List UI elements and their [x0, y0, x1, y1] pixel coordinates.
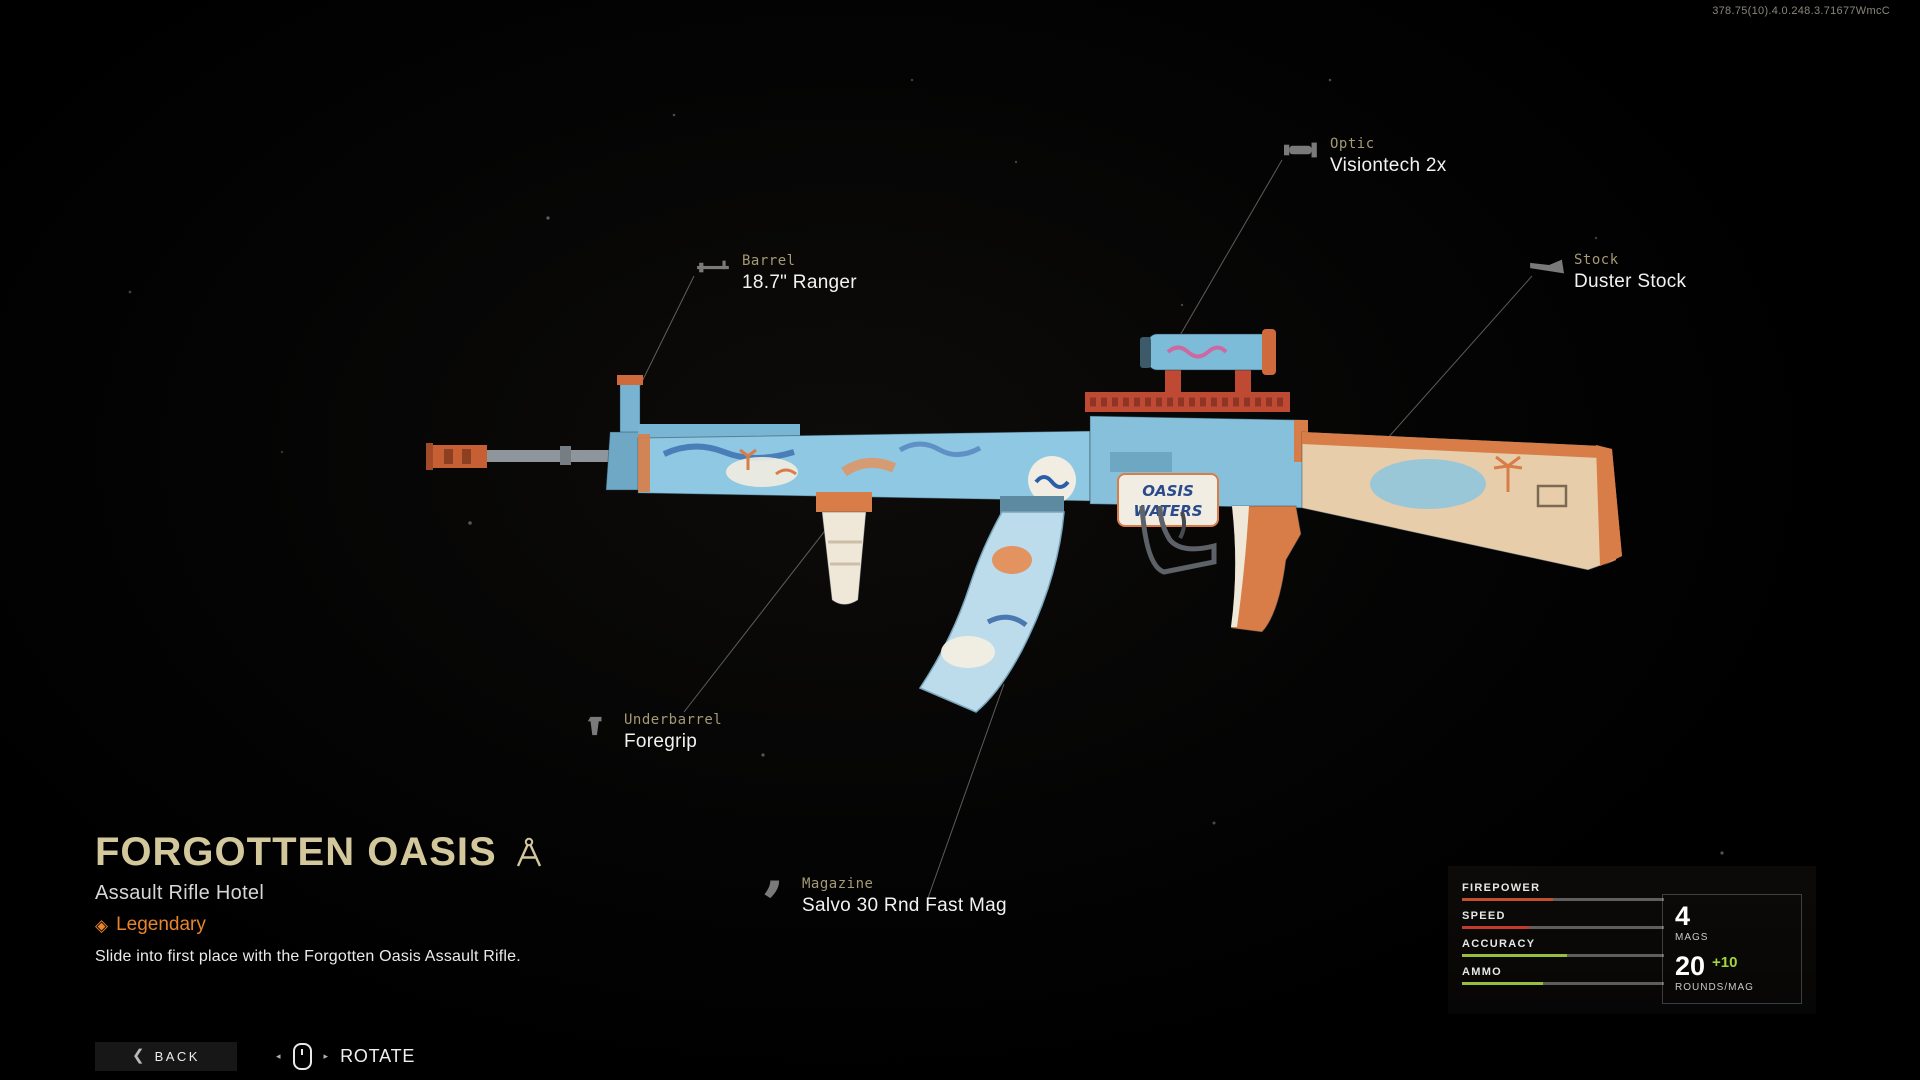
stat-bar	[1462, 898, 1664, 901]
graffiti-line-1: OASIS	[1142, 482, 1194, 500]
graffiti-sign: OASIS WATERS	[1117, 473, 1219, 527]
rotate-label: ROTATE	[340, 1045, 416, 1066]
rounds-row: 20 +10	[1675, 953, 1789, 980]
weapon-description: Slide into first place with the Forgotte…	[95, 948, 521, 965]
legendary-rarity-icon: ◈	[95, 915, 109, 935]
stat-accuracy: ACCURACY	[1462, 938, 1664, 957]
stat-bar	[1462, 954, 1664, 957]
callout-magazine: Magazine Salvo 30 Rnd Fast Mag	[756, 876, 1007, 917]
weapon-info: FORGOTTEN OASIS Assault Rifle Hotel ◈ Le…	[95, 830, 547, 966]
rotate-hint: ◂ ▸ ROTATE	[276, 1040, 415, 1072]
attachment-name: Foregrip	[624, 731, 698, 752]
stat-bar	[1462, 926, 1664, 929]
stats-panel: FIREPOWER SPEED ACCURACY AMMO 4 MAGS 20 …	[1448, 866, 1816, 1014]
stat-speed: SPEED	[1462, 910, 1664, 929]
callout-lines	[625, 159, 1533, 899]
handguard-part	[637, 430, 1091, 502]
pistol-grip-part	[1230, 505, 1302, 633]
barrel-thumbnail-icon	[697, 260, 729, 273]
mouse-icon	[292, 1042, 312, 1070]
rounds-value: 20	[1675, 951, 1706, 981]
mags-value: 4	[1675, 901, 1691, 931]
build-version: 378.75(10).4.0.248.3.71677WmcC	[1712, 5, 1890, 17]
rotate-right-arrow-icon: ▸	[323, 1050, 329, 1061]
rarity-row: ◈ Legendary	[95, 914, 547, 936]
weapon-class: Assault Rifle Hotel	[95, 882, 265, 904]
stat-ammo: AMMO	[1462, 966, 1664, 985]
optic-thumbnail-icon	[1284, 142, 1317, 158]
attachment-name: Visiontech 2x	[1330, 155, 1447, 176]
foregrip-part	[816, 492, 872, 605]
callout-stock: Stock Duster Stock	[1528, 252, 1686, 293]
attachment-category: Optic	[1330, 136, 1375, 152]
back-chevron-icon: ❮	[132, 1047, 145, 1064]
stock-part	[1301, 431, 1622, 571]
receiver-part: OASIS WATERS	[1028, 415, 1308, 527]
stat-label: AMMO	[1462, 966, 1503, 978]
attachment-name: 18.7" Ranger	[742, 272, 857, 293]
gas-tube-part	[638, 424, 800, 438]
top-rail-part	[1085, 392, 1290, 412]
stat-label: FIREPOWER	[1462, 882, 1541, 894]
callout-underbarrel: Underbarrel Foregrip	[578, 712, 722, 753]
callout-barrel: Barrel 18.7" Ranger	[696, 253, 857, 294]
particle-dots	[128, 78, 1724, 855]
optic-part	[1140, 329, 1276, 396]
back-button-label: BACK	[154, 1049, 200, 1064]
graffiti-line-2: WATERS	[1133, 502, 1202, 520]
mags-label: MAGS	[1675, 932, 1709, 943]
attachment-category: Magazine	[802, 876, 874, 892]
blueprint-icon	[516, 837, 541, 866]
trigger-guard-part	[1139, 505, 1217, 575]
stat-bar	[1462, 982, 1664, 985]
rounds-label: ROUNDS/MAG	[1675, 982, 1754, 993]
underbarrel-thumbnail-icon	[587, 716, 602, 736]
stat-label: ACCURACY	[1462, 938, 1536, 950]
weapon-title: FORGOTTEN OASIS	[95, 830, 497, 874]
attachment-name: Salvo 30 Rnd Fast Mag	[802, 895, 1007, 916]
muzzle-part	[426, 443, 487, 470]
back-button[interactable]: ❮ BACK	[95, 1042, 237, 1071]
attachment-category: Barrel	[742, 253, 796, 269]
magazine-part	[918, 496, 1065, 713]
rounds-bonus: +10	[1712, 954, 1738, 971]
callout-optic: Optic Visiontech 2x	[1284, 136, 1447, 177]
stock-thumbnail-icon	[1530, 259, 1564, 274]
barrel-part	[487, 446, 639, 465]
attachment-category: Underbarrel	[624, 712, 723, 728]
attachment-name: Duster Stock	[1574, 271, 1687, 292]
rarity-label: Legendary	[116, 914, 206, 935]
rotate-left-arrow-icon: ◂	[276, 1050, 281, 1061]
attachment-category: Stock	[1574, 252, 1619, 268]
stat-label: SPEED	[1462, 910, 1506, 922]
magazine-thumbnail-icon	[764, 880, 780, 899]
ammo-box: 4 MAGS 20 +10 ROUNDS/MAG	[1662, 894, 1802, 1004]
stat-firepower: FIREPOWER	[1462, 882, 1664, 901]
rifle: OASIS WATERS	[426, 329, 1622, 713]
